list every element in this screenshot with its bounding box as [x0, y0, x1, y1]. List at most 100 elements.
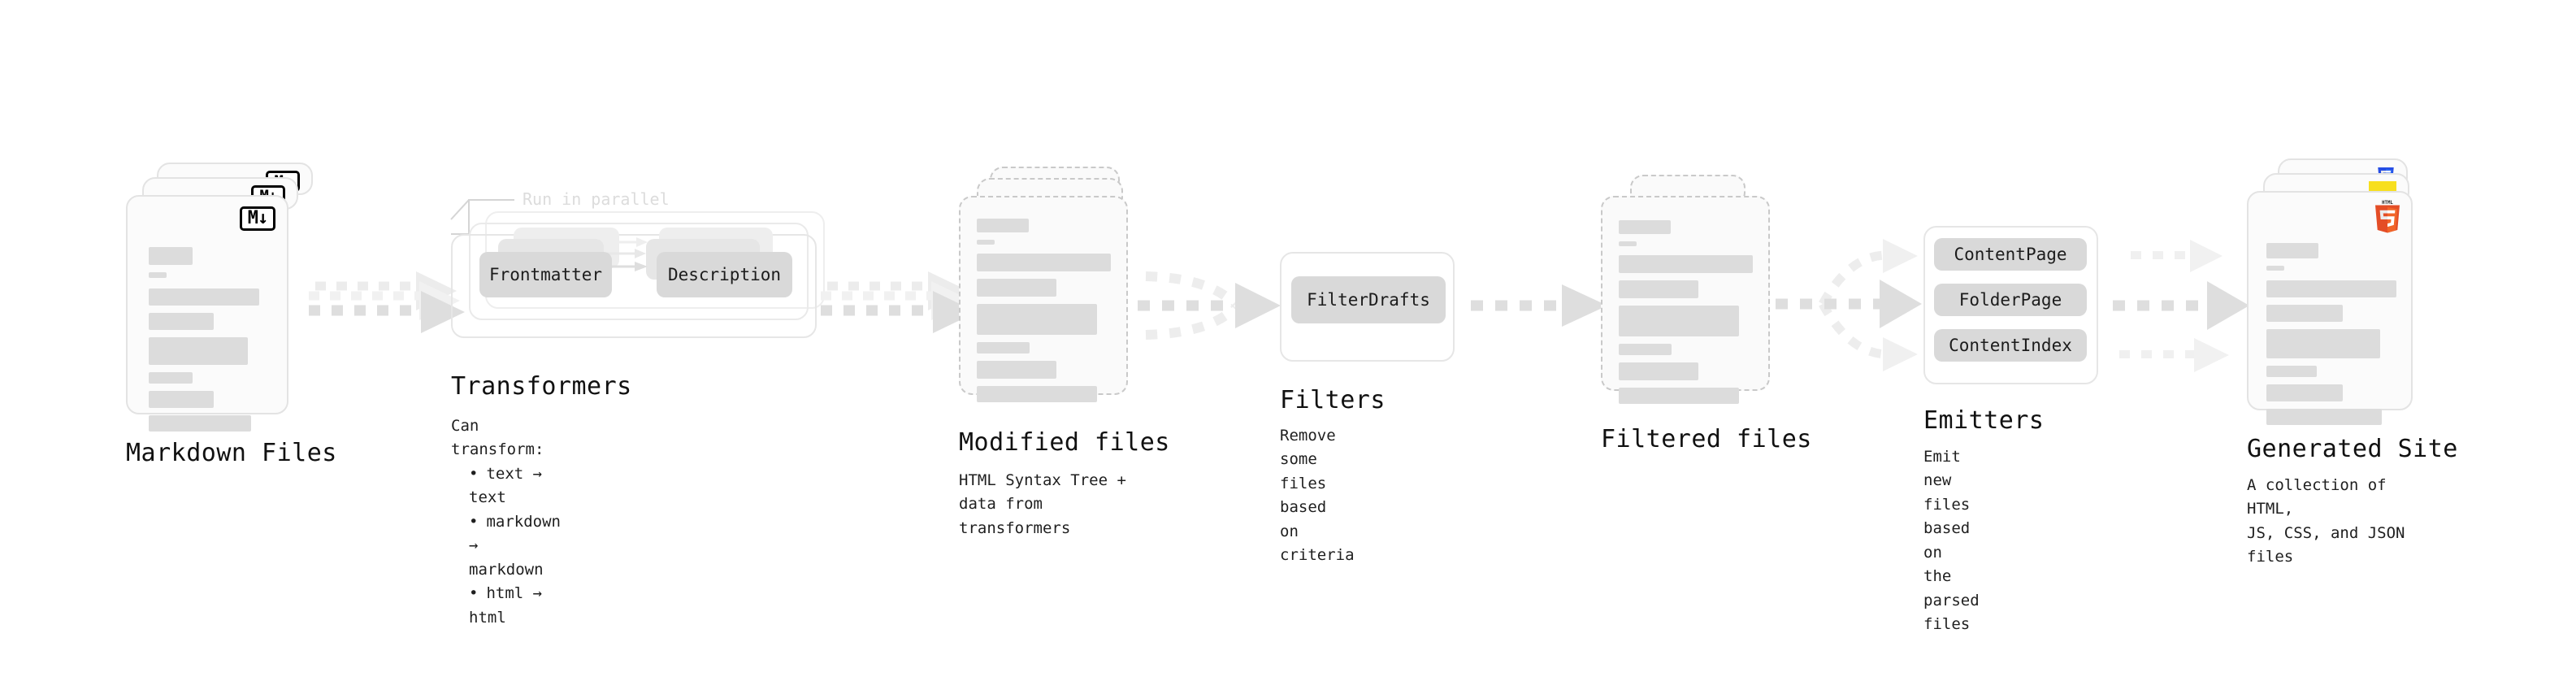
transformers-note-item: markdown → markdown — [469, 510, 561, 582]
skeleton-line — [2266, 366, 2317, 377]
skeleton-line — [2266, 243, 2318, 258]
chip-label: ContentPage — [1954, 245, 2067, 264]
stage-title-modified-files: Modified files — [959, 428, 1170, 457]
connector-md-to-transformers — [309, 271, 465, 333]
connector-emitters-to-site — [2113, 240, 2249, 372]
stage-subtitle-filters: Remove some files based on criteria — [1280, 427, 1355, 565]
stage-filtered-files: Filtered files — [1601, 167, 1811, 453]
skeleton-line — [977, 386, 1097, 402]
skeleton-line — [1619, 388, 1739, 404]
markdown-icon-label: M↓ — [247, 208, 268, 228]
stage-generated-site: HTML Generated Site A — [2247, 158, 2457, 566]
stage-title-filtered-files: Filtered files — [1601, 425, 1812, 453]
skeleton-line — [977, 279, 1056, 297]
skeleton-line — [149, 247, 193, 265]
stage-title-emitters: Emitters — [1923, 406, 2045, 435]
skeleton-line — [1619, 280, 1698, 298]
arrowhead — [1880, 280, 1922, 328]
generated-doc-stack: HTML — [2247, 158, 2434, 425]
skeleton-line — [2266, 266, 2284, 271]
generated-doc-front: HTML — [2247, 191, 2413, 425]
arrowhead — [933, 291, 977, 333]
chip-label: Frontmatter — [488, 265, 603, 284]
filters-group-box — [1280, 252, 1455, 362]
connector-modified-to-filters — [1138, 271, 1281, 340]
stage-title-generated-site: Generated Site — [2247, 435, 2458, 463]
skeleton-line — [1619, 241, 1637, 246]
emitters-chip-contentindex[interactable]: ContentIndex — [1934, 329, 2087, 362]
skeleton-line — [149, 313, 214, 330]
skeleton-line — [2266, 329, 2380, 358]
markdown-icon: M↓ — [240, 206, 275, 231]
arrowhead — [1883, 337, 1918, 371]
skeleton-line — [2266, 280, 2396, 297]
chip-label: Description — [667, 265, 782, 284]
doc-skeleton-lines — [149, 247, 266, 439]
skeleton-line — [977, 342, 1030, 354]
arrowhead — [2207, 281, 2249, 330]
skeleton-line — [977, 240, 995, 245]
stage-title-filters: Filters — [1280, 386, 1386, 414]
html5-icon: HTML — [2374, 201, 2400, 233]
filtered-doc-stack — [1601, 167, 1780, 419]
filtered-doc-front — [1601, 196, 1770, 404]
skeleton-line — [1619, 306, 1739, 336]
skeleton-line — [1619, 255, 1753, 273]
arrowhead — [1562, 284, 1607, 327]
transformer-group-front — [451, 234, 817, 338]
doc-skeleton-lines — [977, 219, 1111, 410]
transformer-chip-description[interactable]: Description — [657, 252, 792, 297]
skeleton-line — [977, 304, 1097, 335]
skeleton-line — [977, 361, 1056, 379]
skeleton-line — [149, 272, 167, 278]
skeleton-line — [2266, 384, 2343, 401]
emitters-chip-contentpage[interactable]: ContentPage — [1934, 238, 2087, 271]
chip-label: FolderPage — [1958, 290, 2062, 310]
markdown-doc-front: M↓ — [126, 195, 288, 432]
markdown-doc-stack: M↓ M↓ M↓ — [126, 163, 313, 432]
skeleton-line — [2266, 305, 2343, 322]
stage-markdown-files: M↓ M↓ M↓ Markdown Files — [126, 163, 336, 467]
arrowhead — [1883, 239, 1918, 273]
arrowhead — [2190, 240, 2223, 272]
stage-subtitle-modified-files: HTML Syntax Tree + data from transformer… — [959, 471, 1126, 537]
transformers-note-item: text → text — [469, 462, 561, 510]
skeleton-line — [1619, 344, 1672, 355]
doc-skeleton-lines — [1619, 220, 1753, 411]
stage-subtitle-generated-site: A collection of HTML, JS, CSS, and JSON … — [2247, 476, 2405, 566]
arrowhead — [421, 291, 465, 333]
stage-title-transformers: Transformers — [451, 372, 632, 401]
skeleton-line — [149, 415, 251, 432]
arrowhead — [2194, 338, 2229, 372]
transformer-chip-frontmatter[interactable]: Frontmatter — [479, 252, 612, 297]
chip-label: ContentIndex — [1949, 336, 2072, 355]
skeleton-line — [149, 391, 214, 408]
transformer-group-back1 — [469, 223, 809, 320]
transformers-note: Can transform: text → text markdown → ma… — [451, 414, 561, 630]
skeleton-line — [149, 337, 248, 365]
skeleton-line — [1619, 362, 1698, 380]
emitters-chip-folderpage[interactable]: FolderPage — [1934, 284, 2087, 316]
connector-filtered-to-emitters — [1776, 239, 1922, 371]
stage-modified-files: Modified files HTML Syntax Tree + data f… — [959, 167, 1169, 537]
skeleton-line — [977, 219, 1029, 232]
skeleton-line — [1619, 220, 1671, 234]
emitters-group-box — [1923, 226, 2098, 384]
chip-label: FilterDrafts — [1307, 290, 1430, 310]
arrowhead — [1235, 283, 1281, 328]
connector-transformers-to-modified — [821, 271, 977, 333]
modified-doc-stack — [959, 167, 1138, 419]
connector-filters-to-filtered — [1471, 284, 1607, 327]
filters-chip-filterdrafts[interactable]: FilterDrafts — [1291, 276, 1446, 323]
transformers-note-list: text → text markdown → markdown html → h… — [451, 462, 561, 630]
skeleton-line — [2266, 409, 2382, 425]
skeleton-line — [149, 372, 193, 384]
run-in-parallel-label: Run in parallel — [523, 189, 670, 209]
skeleton-line — [977, 254, 1111, 271]
doc-skeleton-lines — [2266, 243, 2396, 432]
skeleton-line — [149, 288, 259, 306]
transformers-note-intro: Can transform: — [451, 417, 544, 459]
modified-doc-front — [959, 196, 1128, 402]
stage-title-markdown-files: Markdown Files — [126, 439, 337, 467]
